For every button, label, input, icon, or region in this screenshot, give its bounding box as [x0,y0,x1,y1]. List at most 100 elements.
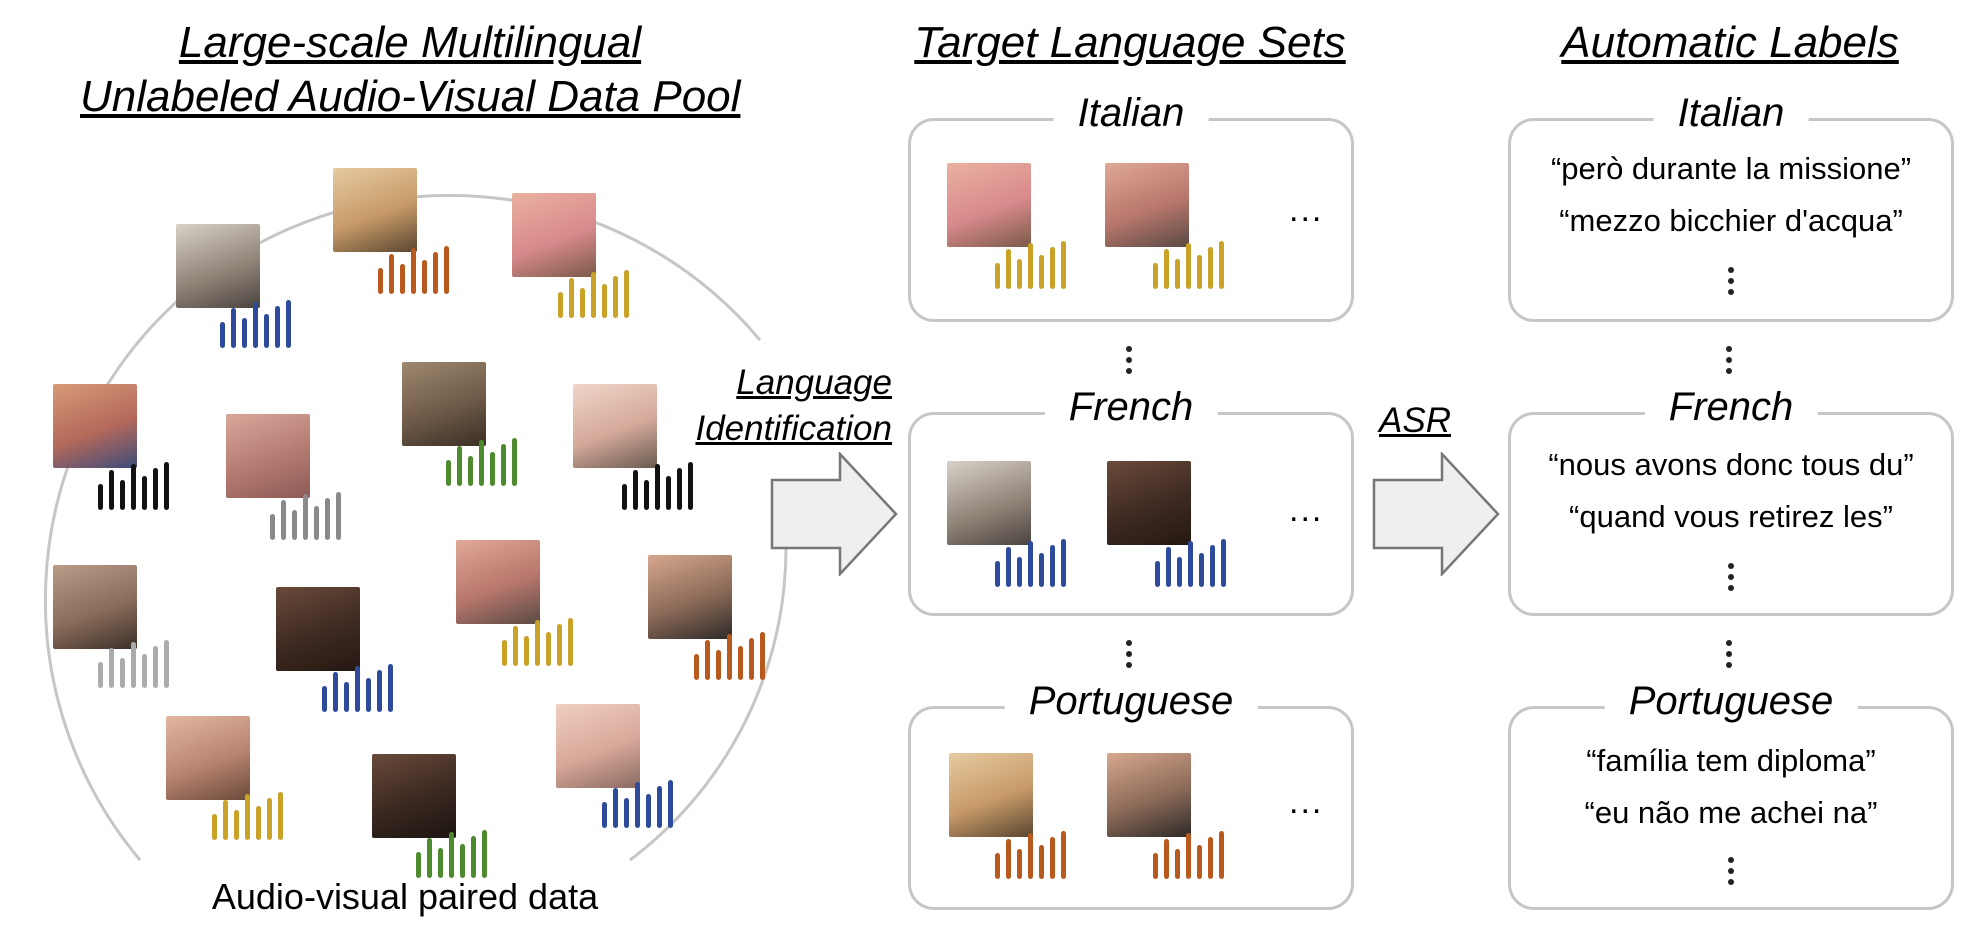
waveform-bar [1221,539,1226,587]
waveform-bar [142,476,147,510]
waveform-bar [1050,837,1055,879]
waveform-bar [557,624,562,666]
face-thumbnail [947,163,1031,247]
waveform-bar [234,810,239,840]
more-samples-ellipsis: ... [1289,191,1324,229]
waveform-bar [1175,849,1180,879]
waveform-bar [275,306,280,348]
waveform-bar [502,640,507,666]
waveform-bar [760,632,765,680]
target-set-portuguese: Portuguese ... [908,679,1354,910]
face-thumbnail [402,362,486,446]
waveform-bar [524,636,529,666]
waveform-bar [1028,243,1033,289]
waveform-bar [281,500,286,540]
language-identification-label-line2: Identification [695,409,892,448]
waveform-bar [1186,833,1191,879]
waveform-bar [1164,839,1169,879]
language-identification-arrow [770,452,898,576]
waveform-bar [666,476,671,510]
audio-waveform [1153,831,1224,879]
waveform-bar [131,642,136,688]
audio-waveform [322,664,393,712]
transcript-line: “nous avons donc tous du” [1548,447,1914,482]
vertical-ellipsis [1126,346,1132,379]
waveform-bar [325,498,330,540]
more-samples-ellipsis: ... [1289,783,1324,821]
language-identification-label-line1: Language [736,363,892,402]
asr-arrow [1372,452,1500,576]
waveform-bar [242,318,247,348]
waveform-bar [303,494,308,540]
waveform-bar [1017,849,1022,879]
waveform-bar [446,460,451,486]
waveform-bar [344,682,349,712]
waveform-bar [314,506,319,540]
waveform-bar [1197,845,1202,879]
waveform-bar [270,514,275,540]
audio-waveform [694,632,765,680]
waveform-bar [109,470,114,510]
waveform-bar [322,686,327,712]
audio-waveform [502,618,573,666]
waveform-bar [602,802,607,828]
audio-waveform [1153,241,1224,289]
audio-waveform [446,438,517,486]
waveform-bar [657,786,662,828]
vertical-ellipsis [1126,640,1132,673]
target-set-title: Portuguese [1004,679,1258,724]
waveform-bar [223,800,228,840]
waveform-bar [164,640,169,688]
waveform-bar [546,632,551,666]
waveform-bar [153,646,158,688]
waveform-bar [738,646,743,680]
waveform-bar [1028,541,1033,587]
waveform-bar [1017,259,1022,289]
waveform-bar [109,648,114,688]
waveform-bar [1208,247,1213,289]
waveform-bar [355,666,360,712]
waveform-bar [1177,557,1182,587]
waveform-bar [267,798,272,840]
vertical-ellipsis [1726,346,1732,379]
waveform-bar [449,832,454,878]
waveform-bar [694,654,699,680]
waveform-bar [422,260,427,294]
transcript-line: “quand vous retirez les” [1569,499,1893,534]
face-thumbnail [166,716,250,800]
waveform-bar [444,246,449,294]
waveform-bar [995,263,1000,289]
waveform-bar [1061,539,1066,587]
label-set-title: French [1644,385,1818,430]
face-thumbnail [573,384,657,468]
waveform-bar [591,272,596,318]
waveform-bar [366,678,371,712]
waveform-bar [220,322,225,348]
audio-waveform [995,831,1066,879]
waveform-bar [292,510,297,540]
vertical-ellipsis [1728,267,1734,300]
waveform-bar [264,314,269,348]
waveform-bar [646,794,651,828]
pool-title-line1: Large-scale Multilingual [178,18,642,67]
waveform-bar [411,248,416,294]
audio-waveform [98,640,169,688]
waveform-bar [427,838,432,878]
waveform-bar [1039,553,1044,587]
waveform-bar [613,276,618,318]
label-set-italian: Italian “però durante la missione” “mezz… [1508,91,1954,322]
face-thumbnail [1107,461,1191,545]
face-thumbnail [1105,163,1189,247]
waveform-bar [501,444,506,486]
waveform-bar [1186,243,1191,289]
audio-waveform [270,492,341,540]
audio-waveform [622,462,693,510]
waveform-bar [400,264,405,294]
waveform-bar [635,782,640,828]
waveform-bar [1061,831,1066,879]
face-thumbnail [176,224,260,308]
waveform-bar [1061,241,1066,289]
waveform-bar [153,468,158,510]
pool-caption: Audio-visual paired data [211,876,599,917]
audio-waveform [558,270,629,318]
